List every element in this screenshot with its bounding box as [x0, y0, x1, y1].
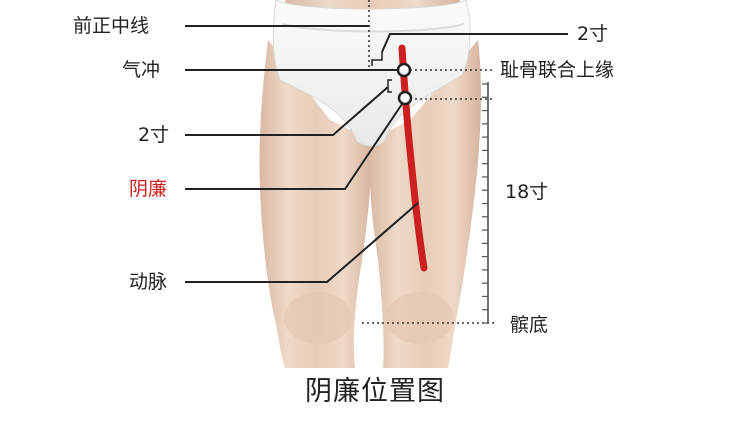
two-cun-bracket	[371, 52, 383, 66]
two-cun-small-bracket	[387, 79, 392, 93]
label-qichong: 气冲	[122, 59, 161, 81]
ruler-18cun	[482, 82, 489, 324]
underwear	[272, 0, 471, 147]
right-knee	[386, 292, 454, 344]
leader-two-cun-right	[381, 33, 568, 53]
label-midline: 前正中线	[73, 15, 150, 37]
leader-artery	[185, 202, 419, 283]
yinlian-point	[397, 90, 413, 106]
label-patella-bottom: 髌底	[510, 314, 549, 336]
figure-caption: 阴廉位置图	[305, 376, 445, 407]
left-leg	[259, 40, 372, 368]
label-two-cun-right: 2寸	[577, 23, 609, 45]
label-artery: 动脉	[129, 271, 168, 293]
right-leg	[369, 40, 481, 368]
underwear-waistband	[281, 23, 465, 33]
leader-yinlian	[185, 103, 403, 190]
left-knee	[284, 292, 352, 344]
label-two-cun-left: 2寸	[138, 124, 170, 146]
leader-two-cun-left	[185, 86, 389, 136]
label-pubic-upper-edge: 耻骨联合上缘	[500, 59, 615, 81]
label-yinlian: 阴廉	[129, 178, 168, 200]
label-eighteen-cun: 18寸	[505, 181, 549, 203]
body-figure	[259, 0, 481, 368]
qichong-point	[396, 62, 412, 78]
